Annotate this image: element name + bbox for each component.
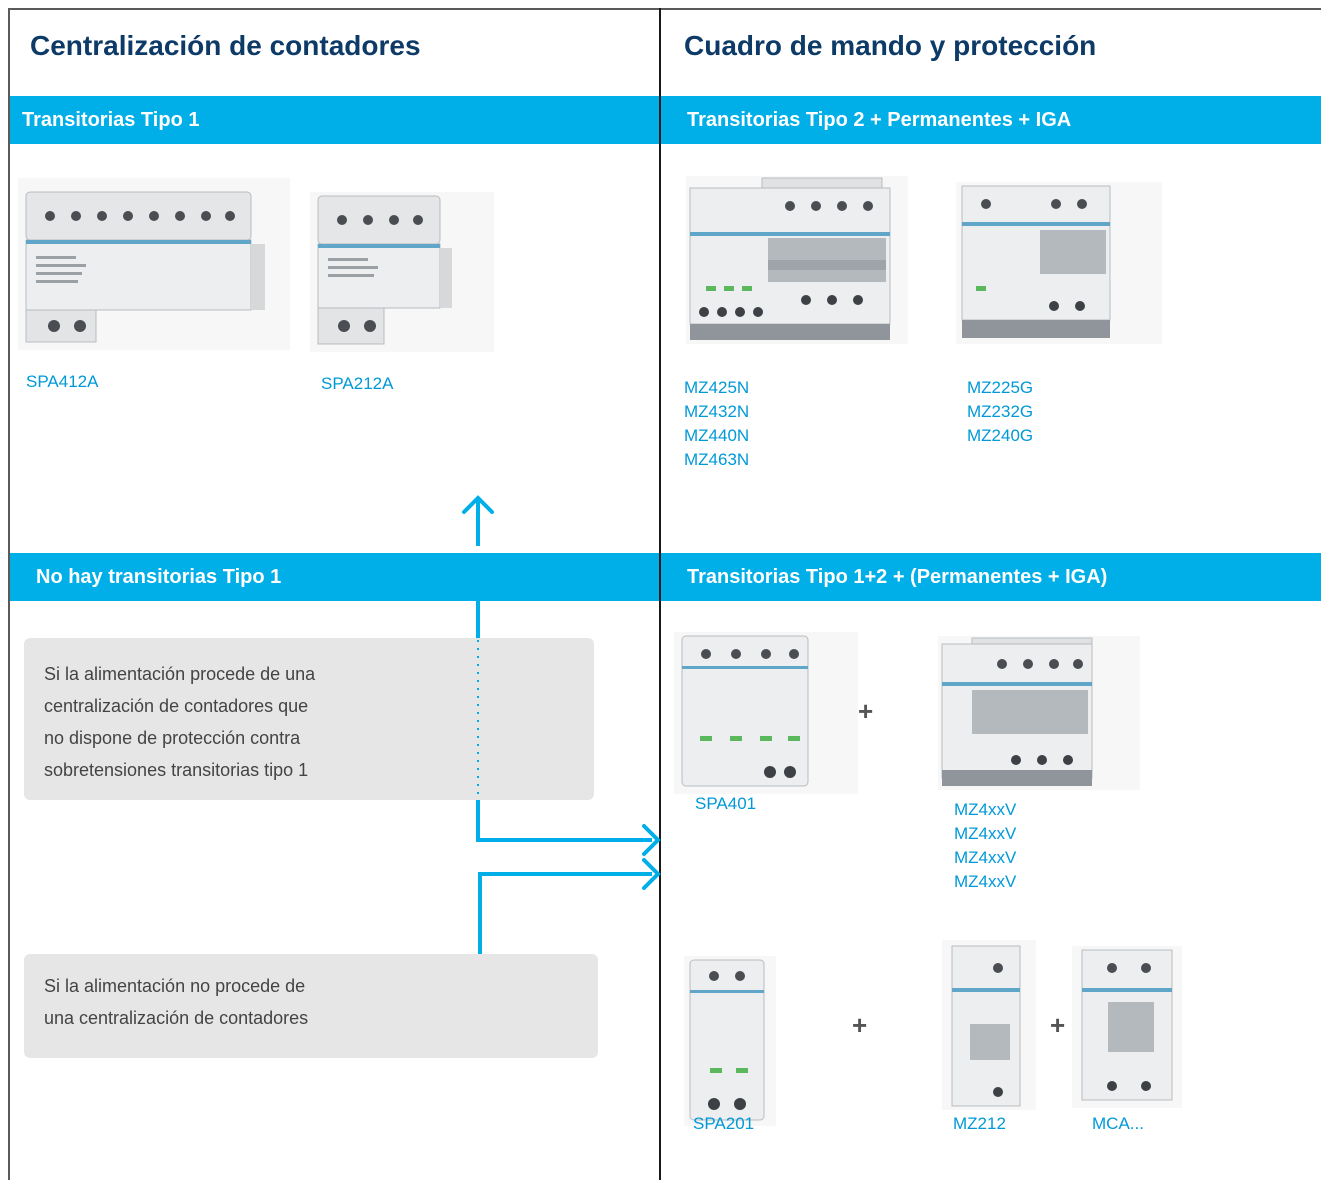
page-frame — [8, 8, 1321, 1180]
product-code: MZ240G — [967, 426, 1034, 445]
product-code: MZ432N — [684, 402, 750, 421]
spa412a-device-image — [18, 178, 290, 350]
product-code-spa201: SPA201 — [693, 1114, 755, 1133]
arrow-to-spa401-line — [476, 800, 652, 842]
note-line: una centralización de contadores — [44, 1008, 309, 1028]
band-transitorias-tipo12: Transitorias Tipo 1+2 + (Permanentes + I… — [661, 553, 1321, 601]
band-transitorias-tipo2: Transitorias Tipo 2 + Permanentes + IGA — [661, 96, 1321, 144]
mz4-code-list: MZ425N MZ432N MZ440N MZ463N — [684, 376, 749, 472]
mca-device-image — [1072, 946, 1182, 1108]
product-code-mz212: MZ212 — [953, 1114, 1006, 1133]
up-arrow-head — [462, 495, 494, 514]
column-divider — [659, 8, 661, 1180]
product-code-spa401: SPA401 — [695, 794, 757, 813]
spa212a-device-image — [310, 192, 494, 352]
product-code-spa412a: SPA412A — [26, 372, 99, 391]
band-transitorias-tipo1: Transitorias Tipo 1 — [10, 96, 659, 144]
product-code: MZ225G — [967, 378, 1034, 397]
product-code-spa212a: SPA212A — [321, 374, 394, 393]
product-code: MZ4xxV — [954, 872, 1017, 891]
plus-icon: + — [852, 1010, 868, 1040]
spa401-device-image — [674, 632, 858, 794]
product-code: MZ463N — [684, 450, 750, 469]
product-code: MZ440N — [684, 426, 750, 445]
left-column-title: Centralización de contadores — [30, 30, 421, 61]
note-line: no dispone de protección contra — [44, 728, 301, 748]
note-with-centralization: Si la alimentación procede de una centra… — [24, 638, 594, 800]
product-code: MZ4xxV — [954, 800, 1017, 819]
note-line: Si la alimentación no procede de — [44, 976, 306, 996]
note-without-centralization: Si la alimentación no procede de una cen… — [24, 954, 598, 1058]
mz2-code-list: MZ225G MZ232G MZ240G — [967, 376, 1033, 448]
product-code-mca: MCA... — [1092, 1114, 1144, 1133]
note-line: sobretensiones transitorias tipo 1 — [44, 760, 309, 780]
plus-icon: + — [1050, 1010, 1066, 1040]
mz2-device-image — [956, 182, 1162, 344]
mz212-device-image — [942, 940, 1036, 1110]
note-line: Si la alimentación procede de una — [44, 664, 316, 684]
arrow-to-spa201-head — [642, 858, 661, 890]
band-no-transitorias-tipo1: No hay transitorias Tipo 1 — [10, 553, 659, 601]
product-code: MZ4xxV — [954, 848, 1017, 867]
product-code: MZ425N — [684, 378, 750, 397]
product-code: MZ4xxV — [954, 824, 1017, 843]
right-column-title: Cuadro de mando y protección — [684, 30, 1097, 61]
mz4xxv-device-image — [938, 636, 1140, 790]
arrow-to-spa401-head — [642, 824, 661, 856]
plus-icon: + — [858, 696, 874, 726]
mz4-device-image — [686, 176, 908, 344]
note-line: centralización de contadores que — [44, 696, 309, 716]
mz4xxv-code-list: MZ4xxV MZ4xxV MZ4xxV MZ4xxV — [954, 798, 1016, 894]
arrow-to-spa201-line — [478, 872, 652, 954]
product-code: MZ232G — [967, 402, 1034, 421]
spa201-device-image — [684, 956, 776, 1126]
